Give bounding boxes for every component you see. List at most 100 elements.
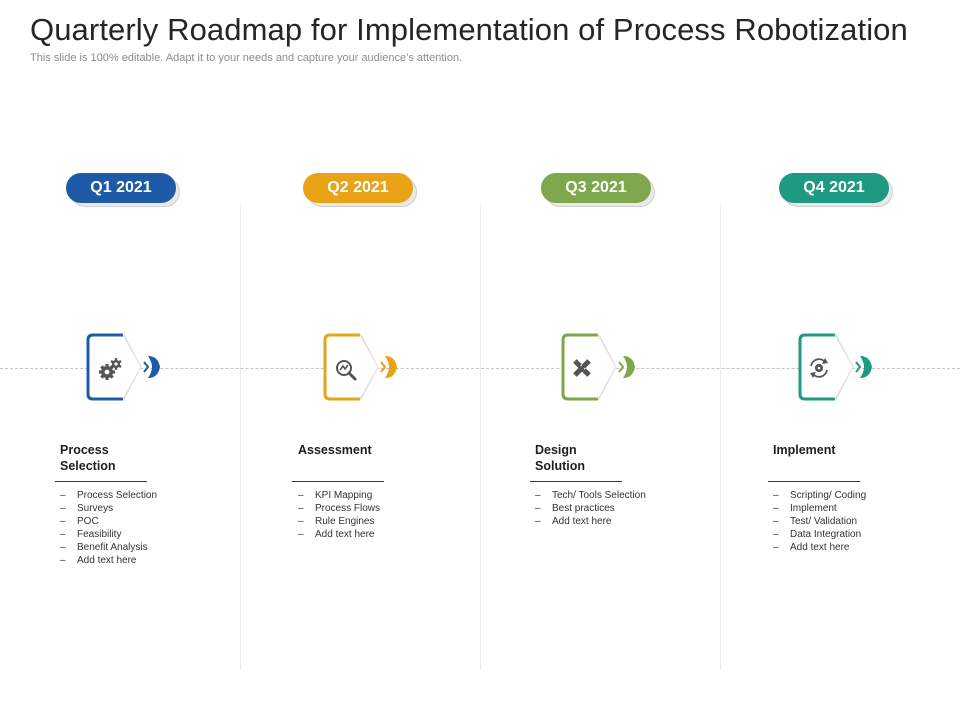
heading-underline [530, 481, 622, 482]
list-item-text: Process Selection [77, 490, 158, 501]
list-item-text: Test/ Validation [790, 516, 858, 527]
magnifier-chart-badge [323, 333, 397, 401]
list-item-text: Feasibility [77, 529, 122, 540]
column-divider [720, 205, 721, 670]
phase-heading-line: Process [60, 443, 109, 457]
list-item-text: Best practices [552, 503, 615, 514]
quarter-label: Q3 2021 [541, 173, 651, 203]
phase-heading-line: Design [535, 443, 577, 457]
dash-bullet: – [773, 490, 779, 501]
timeline-dashed-line [0, 368, 960, 369]
phase-task-list: –Scripting/ Coding–Implement–Test/ Valid… [773, 489, 866, 554]
list-item: –Rule Engines [298, 515, 380, 528]
list-item-text: Add text here [315, 529, 375, 540]
list-item: –Add text here [298, 528, 380, 541]
cycle-gear-badge [798, 333, 872, 401]
list-item-text: Process Flows [315, 503, 381, 514]
dash-bullet: – [773, 516, 779, 527]
dash-bullet: – [535, 490, 541, 501]
pencil-ruler-badge [561, 333, 635, 401]
quarter-label: Q2 2021 [303, 173, 413, 203]
dash-bullet: – [773, 503, 779, 514]
heading-underline [55, 481, 147, 482]
chevron-right-icon [385, 356, 397, 378]
list-item: –Best practices [535, 502, 646, 515]
dash-bullet: – [60, 503, 66, 514]
quarter-pill: Q1 2021 [66, 173, 180, 207]
list-item-text: Add text here [790, 542, 850, 553]
list-item: –KPI Mapping [298, 489, 380, 502]
dash-bullet: – [535, 516, 541, 527]
dash-bullet: – [298, 529, 304, 540]
list-item: –Add text here [773, 541, 866, 554]
phase-heading-line: Implement [773, 443, 836, 457]
quarter-label: Q4 2021 [779, 173, 889, 203]
list-item-text: KPI Mapping [315, 490, 373, 501]
list-item: –Add text here [60, 554, 157, 567]
dash-bullet: – [535, 503, 541, 514]
chevron-right-icon [148, 356, 160, 378]
list-item: –Surveys [60, 502, 157, 515]
list-item-text: Rule Engines [315, 516, 375, 527]
list-item: –Feasibility [60, 528, 157, 541]
list-item: –Tech/ Tools Selection [535, 489, 646, 502]
phase-icon-badge [323, 332, 413, 402]
dash-bullet: – [298, 516, 304, 527]
list-item-text: Add text here [77, 555, 137, 566]
phase-task-list: –Tech/ Tools Selection–Best practices–Ad… [535, 489, 646, 528]
magnifier-chart-icon [336, 360, 357, 381]
phase-heading: Assessment [298, 442, 372, 458]
phase-heading-line: Selection [60, 459, 116, 473]
chevron-right-icon [623, 356, 635, 378]
dash-bullet: – [60, 516, 66, 527]
phase-icon-badge [86, 332, 176, 402]
list-item: –Test/ Validation [773, 515, 866, 528]
gears-icon [99, 358, 122, 380]
list-item-text: Surveys [77, 503, 114, 514]
list-item-text: Add text here [552, 516, 612, 527]
phase-icon-badge [561, 332, 651, 402]
phase-heading-line: Assessment [298, 443, 372, 457]
phase-icon-badge [798, 332, 888, 402]
dash-bullet: – [773, 542, 779, 553]
dash-bullet: – [60, 529, 66, 540]
dash-bullet: – [298, 503, 304, 514]
pencil-ruler-icon [573, 359, 591, 377]
list-item: –Benefit Analysis [60, 541, 157, 554]
list-item: –POC [60, 515, 157, 528]
quarter-pill: Q3 2021 [541, 173, 655, 207]
quarter-label: Q1 2021 [66, 173, 176, 203]
dash-bullet: – [60, 542, 66, 553]
phase-heading-line: Solution [535, 459, 585, 473]
slide-title: Quarterly Roadmap for Implementation of … [30, 12, 908, 47]
list-item-text: Benefit Analysis [77, 542, 148, 553]
list-item: –Process Selection [60, 489, 157, 502]
column-divider [240, 205, 241, 670]
list-item: –Scripting/ Coding [773, 489, 866, 502]
dash-bullet: – [60, 490, 66, 501]
phase-heading: Implement [773, 442, 836, 458]
cycle-gear-icon [810, 358, 828, 378]
gears-badge [86, 333, 160, 401]
list-item: –Data Integration [773, 528, 866, 541]
list-item-text: Implement [790, 503, 837, 514]
list-item-text: Scripting/ Coding [790, 490, 867, 501]
dash-bullet: – [773, 529, 779, 540]
phase-task-list: –KPI Mapping–Process Flows–Rule Engines–… [298, 489, 380, 541]
phase-task-list: –Process Selection–Surveys–POC–Feasibili… [60, 489, 157, 567]
list-item: –Add text here [535, 515, 646, 528]
list-item-text: POC [77, 516, 99, 527]
dash-bullet: – [298, 490, 304, 501]
chevron-right-icon [860, 356, 872, 378]
list-item: –Process Flows [298, 502, 380, 515]
quarter-pill: Q2 2021 [303, 173, 417, 207]
list-item: –Implement [773, 502, 866, 515]
list-item-text: Tech/ Tools Selection [552, 490, 646, 501]
slide-subtitle: This slide is 100% editable. Adapt it to… [30, 52, 463, 64]
quarter-pill: Q4 2021 [779, 173, 893, 207]
dash-bullet: – [60, 555, 66, 566]
column-divider [480, 205, 481, 670]
heading-underline [292, 481, 384, 482]
